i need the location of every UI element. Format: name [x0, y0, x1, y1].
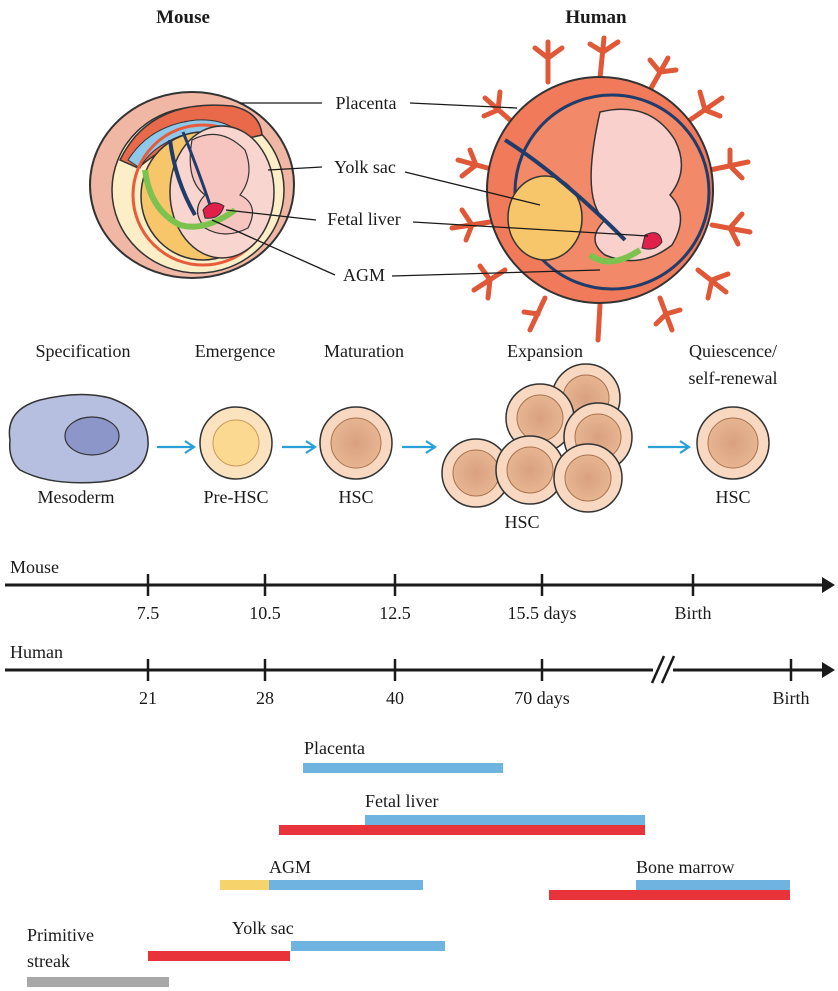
human-title: Human	[565, 7, 627, 28]
site-label-fetal-liver: Fetal liver	[365, 791, 438, 811]
cell-label-mesoderm: Mesoderm	[38, 487, 115, 507]
hsc-cell-cluster-expansion	[441, 363, 633, 513]
placenta-human-bar	[303, 763, 503, 773]
stage-expansion: Expansion	[507, 341, 583, 361]
callout-fetal-liver: Fetal liver	[327, 209, 400, 229]
human-tick-40: 40	[386, 688, 404, 708]
mouse-title: Mouse	[156, 7, 210, 28]
site-label-placenta: Placenta	[304, 738, 365, 758]
progression-arrows	[157, 440, 691, 454]
hsc-cell-quiescence	[696, 406, 770, 480]
mouse-embryo-illustration	[89, 91, 295, 279]
agm-human-bar	[269, 880, 423, 890]
cell-label-hsc-quiescence: HSC	[715, 487, 750, 507]
site-label-primitive: Primitive	[27, 925, 94, 945]
fetal-liver-mouse-bar	[279, 825, 645, 835]
timeline-human-label: Human	[10, 642, 63, 662]
human-embryo-illustration	[449, 35, 753, 343]
cell-label-pre-hsc: Pre-HSC	[203, 487, 268, 507]
cell-label-hsc-expansion: HSC	[504, 512, 539, 532]
timeline-mouse-axis	[5, 574, 835, 596]
timeline-human-axis	[5, 655, 835, 684]
human-tick-70-days: 70 days	[514, 688, 570, 708]
callout-lines	[211, 102, 649, 277]
site-label-agm: AGM	[269, 857, 311, 877]
site-label-bone-marrow: Bone marrow	[636, 857, 734, 877]
mouse-tick-15-5-days: 15.5 days	[508, 603, 577, 623]
agm-early-bar	[220, 880, 269, 890]
stage-maturation: Maturation	[324, 341, 404, 361]
site-label-streak: streak	[27, 951, 70, 971]
stage-specification: Specification	[36, 341, 131, 361]
timeline-mouse-label: Mouse	[10, 557, 59, 577]
human-tick-28: 28	[256, 688, 274, 708]
mouse-tick-12-5: 12.5	[379, 603, 411, 623]
fetal-liver-human-bar	[365, 815, 645, 825]
callout-yolk-sac: Yolk sac	[334, 157, 396, 177]
arrow-icon	[157, 440, 196, 454]
mouse-tick-7-5: 7.5	[137, 603, 160, 623]
yolk-sac-human-bar	[291, 941, 445, 951]
arrow-icon	[402, 440, 437, 454]
stage-quiescence: Quiescence/	[689, 341, 777, 361]
mouse-tick-birth: Birth	[674, 603, 711, 623]
stage-emergence: Emergence	[195, 341, 276, 361]
site-label-yolk-sac: Yolk sac	[232, 918, 294, 938]
mouse-tick-10-5: 10.5	[249, 603, 281, 623]
human-tick-21: 21	[139, 688, 157, 708]
hsc-cell-maturation	[319, 406, 393, 480]
bone-marrow-mouse-bar	[549, 890, 790, 900]
pre-hsc-cell	[199, 406, 273, 480]
axis-arrowhead-icon	[822, 577, 835, 593]
callout-agm: AGM	[343, 265, 385, 285]
bone-marrow-human-bar	[636, 880, 790, 890]
mesoderm-cell	[8, 393, 149, 484]
axis-arrowhead-icon	[822, 662, 835, 678]
callout-placenta: Placenta	[336, 93, 397, 113]
yolk-sac-mouse-bar	[148, 951, 290, 961]
axis-break-icon	[650, 655, 676, 684]
arrow-icon	[648, 440, 691, 454]
human-tick-birth: Birth	[772, 688, 809, 708]
arrow-icon	[282, 440, 317, 454]
cell-label-hsc-maturation: HSC	[338, 487, 373, 507]
primitive-streak-bar	[27, 977, 169, 987]
stage-self-renewal: self-renewal	[689, 368, 778, 388]
